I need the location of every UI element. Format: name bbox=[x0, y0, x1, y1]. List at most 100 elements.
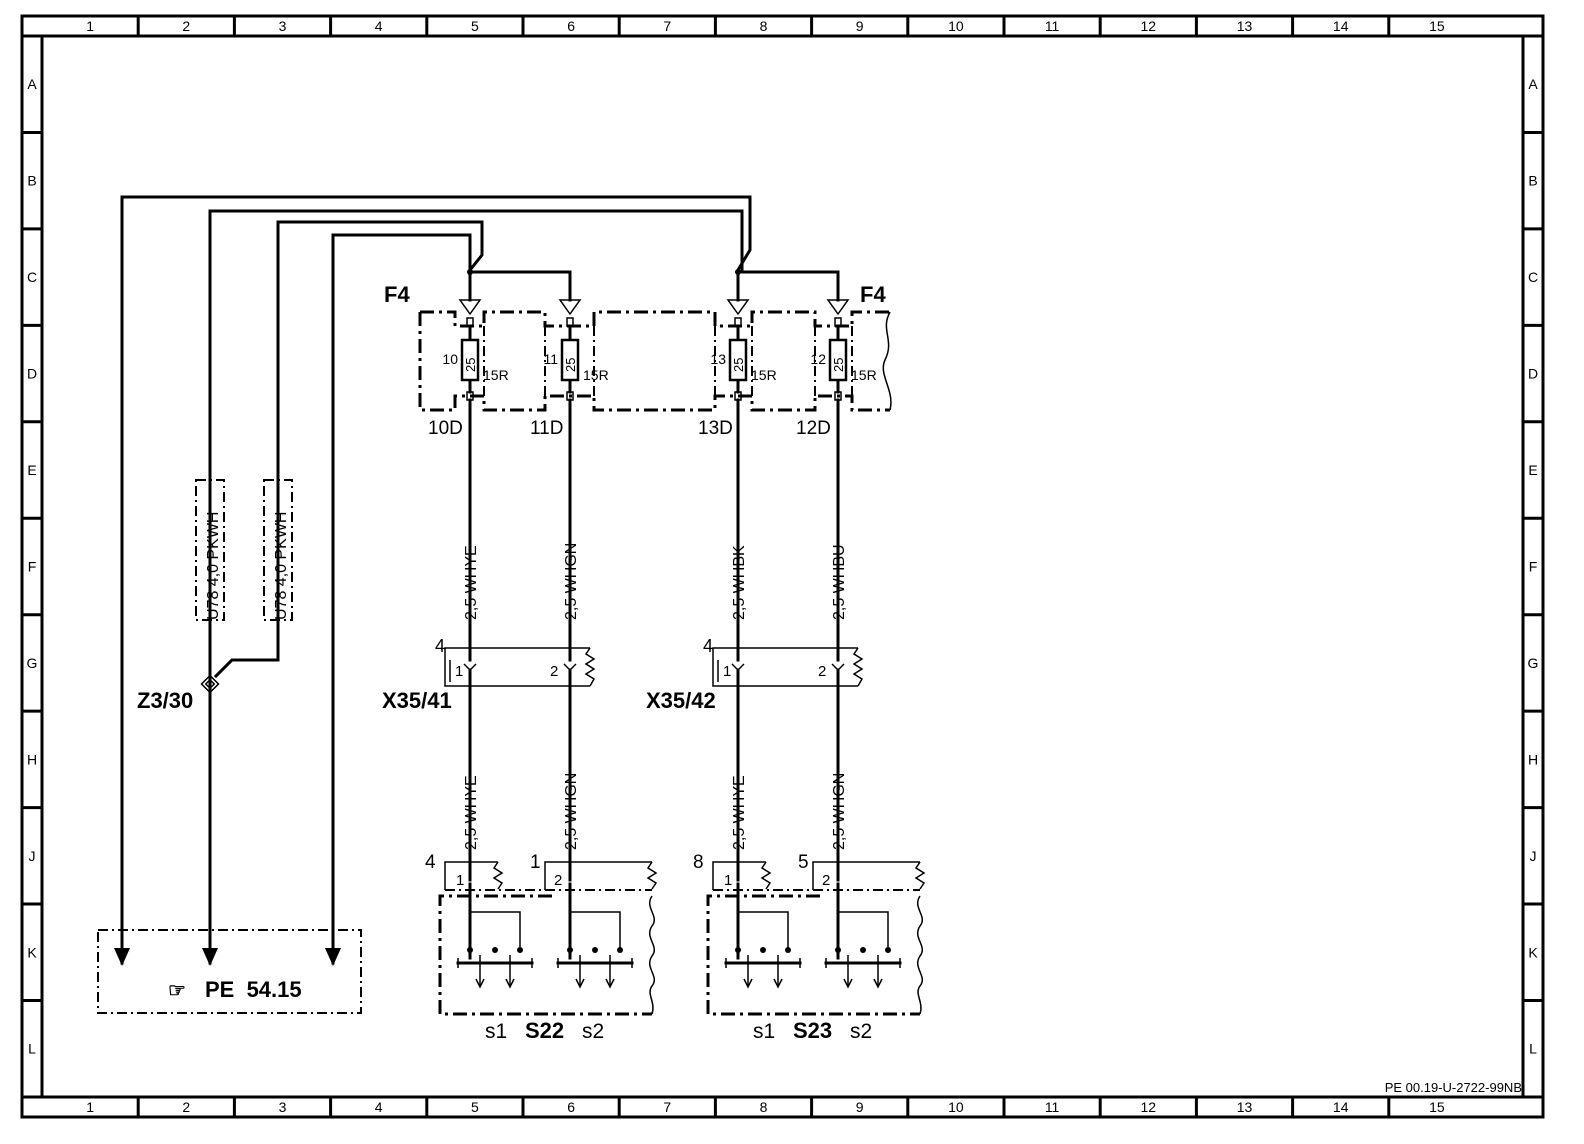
drawing-frame bbox=[20, 14, 1545, 1119]
column-label-top: 12 bbox=[1141, 18, 1157, 34]
column-label-bottom: 9 bbox=[856, 1099, 864, 1115]
fuse-rating: 25 bbox=[463, 358, 478, 372]
column-label-bottom: 2 bbox=[182, 1099, 190, 1115]
switch-pin-right: 5 bbox=[798, 852, 809, 873]
fuse-rating: 25 bbox=[831, 358, 846, 372]
row-label-right: D bbox=[1528, 366, 1538, 382]
fuse-box-f4 bbox=[418, 310, 892, 412]
row-label-right: C bbox=[1528, 269, 1538, 285]
column-label-top: 15 bbox=[1429, 18, 1445, 34]
column-label-bottom: 13 bbox=[1237, 1099, 1253, 1115]
column-label-top: 2 bbox=[182, 18, 190, 34]
row-label-left: G bbox=[27, 655, 38, 671]
x35-42-pin-1: 1 bbox=[723, 663, 731, 680]
switch-sub-right: s2 bbox=[850, 1020, 872, 1043]
fuse-number: 12 bbox=[810, 351, 826, 367]
column-ticks bbox=[136, 14, 1391, 1119]
row-label-left: B bbox=[27, 173, 36, 189]
row-label-left: A bbox=[27, 76, 37, 92]
x35-41-label: X35/41 bbox=[382, 688, 452, 713]
fuse-input-arrows bbox=[458, 299, 850, 316]
wire-label: 2,5 WHGN bbox=[563, 543, 580, 620]
connector-x35-42 bbox=[712, 647, 864, 687]
lower-wires bbox=[468, 668, 840, 882]
fuse-12: 25 12 15R 12D bbox=[796, 317, 877, 439]
switch-pin-left: 8 bbox=[693, 852, 704, 873]
row-label-left: D bbox=[27, 366, 37, 382]
reference-text[interactable]: PE 54.15 bbox=[205, 977, 302, 1002]
column-label-top: 5 bbox=[471, 18, 479, 34]
connector-x35-41 bbox=[444, 647, 596, 687]
column-label-top: 3 bbox=[279, 18, 287, 34]
x35-42-pin-2: 2 bbox=[818, 663, 826, 680]
wire-label: 2,5 WHYE bbox=[463, 545, 480, 620]
x35-41-pin-1: 1 bbox=[455, 663, 463, 680]
column-label-top: 14 bbox=[1333, 18, 1349, 34]
wire-label: 2,5 WHBU bbox=[831, 544, 848, 620]
column-label-bottom: 10 bbox=[948, 1099, 964, 1115]
fuse-number: 11 bbox=[543, 351, 558, 367]
fuse-zone-label: 12D bbox=[796, 418, 831, 439]
switch-sub-left: s1 bbox=[485, 1020, 507, 1043]
x35-42-pin-group: 4 bbox=[703, 636, 713, 656]
f4-label-right: F4 bbox=[860, 282, 886, 307]
row-label-right: G bbox=[1528, 655, 1539, 671]
column-label-top: 7 bbox=[663, 18, 671, 34]
column-label-bottom: 8 bbox=[760, 1099, 768, 1115]
wire-label: 2,5 WHYE bbox=[731, 775, 748, 850]
column-label-top: 11 bbox=[1045, 18, 1060, 34]
switch-sub-right: s2 bbox=[582, 1020, 604, 1043]
row-label-left: E bbox=[27, 462, 36, 478]
column-label-bottom: 14 bbox=[1333, 1099, 1349, 1115]
switch-sub-left: s1 bbox=[753, 1020, 775, 1043]
column-label-bottom: 6 bbox=[567, 1099, 575, 1115]
row-label-right: K bbox=[1528, 944, 1538, 960]
row-label-right: F bbox=[1529, 558, 1538, 574]
wire-label: 2,5 WHGN bbox=[563, 773, 580, 850]
column-label-top: 6 bbox=[567, 18, 575, 34]
wire-label: 2,5 WHBK bbox=[731, 545, 748, 620]
row-label-right: H bbox=[1528, 751, 1538, 767]
upper-wires bbox=[468, 398, 840, 662]
wire-label: 2,5 WHGN bbox=[831, 773, 848, 850]
fuse-zone-label: 10D bbox=[428, 418, 463, 439]
harness-boxes bbox=[195, 479, 293, 621]
document-id: PE 00.19-U-2722-99NB bbox=[1385, 1080, 1522, 1095]
switch-pin-right: 1 bbox=[530, 852, 541, 873]
wire-label: 2,5 WHYE bbox=[463, 775, 480, 850]
column-label-bottom: 4 bbox=[375, 1099, 383, 1115]
reference-box bbox=[97, 929, 362, 1014]
row-label-right: A bbox=[1528, 76, 1538, 92]
column-label-bottom: 5 bbox=[471, 1099, 479, 1115]
switch-name: S23 bbox=[793, 1018, 832, 1043]
x35-41-pin-group: 4 bbox=[435, 636, 445, 656]
switch-inner-right: 2 bbox=[554, 872, 562, 889]
fuse-type: 15R bbox=[851, 367, 877, 383]
row-label-left: J bbox=[29, 848, 36, 864]
f4-label-left: F4 bbox=[384, 282, 410, 307]
top-wires bbox=[120, 195, 840, 965]
fuse-rating: 25 bbox=[731, 358, 746, 372]
x35-41-pin-2: 2 bbox=[550, 663, 558, 680]
reference-pointer-icon: ☞ bbox=[168, 980, 186, 1002]
column-label-top: 9 bbox=[856, 18, 864, 34]
column-label-bottom: 1 bbox=[86, 1099, 94, 1115]
row-ticks bbox=[20, 130, 1545, 1002]
column-labels: 1122334455667788991010111112121313141415… bbox=[86, 18, 1445, 1115]
switch-inner-right: 2 bbox=[822, 872, 830, 889]
column-label-top: 8 bbox=[760, 18, 768, 34]
column-label-bottom: 3 bbox=[279, 1099, 287, 1115]
splice-z3-30 bbox=[200, 658, 280, 694]
row-label-right: E bbox=[1528, 462, 1537, 478]
switch-pin-left: 4 bbox=[425, 852, 436, 873]
fuse-number: 10 bbox=[442, 351, 458, 367]
row-label-right: B bbox=[1528, 173, 1537, 189]
column-label-top: 4 bbox=[375, 18, 383, 34]
